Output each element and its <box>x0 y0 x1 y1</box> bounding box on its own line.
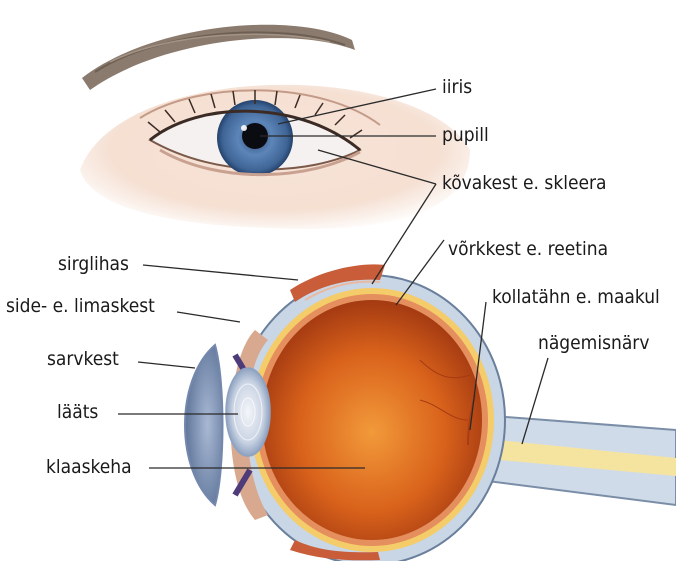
leader-sirglihas <box>143 265 298 280</box>
label-sarvkest: sarvkest <box>47 350 119 369</box>
label-skleera: kõvakest e. skleera <box>442 174 607 193</box>
cross-section-illustration <box>183 264 676 561</box>
label-laats: lääts <box>57 403 98 422</box>
vitreous-body <box>262 300 482 540</box>
label-nagemisnarv: nägemisnärv <box>538 334 649 353</box>
label-limaskest: side- e. limaskest <box>6 297 155 316</box>
cornea <box>185 345 223 505</box>
label-maakul: kollatähn e. maakul <box>492 288 660 307</box>
front-eye-illustration <box>80 25 470 229</box>
label-pupill: pupill <box>442 126 489 145</box>
lens <box>226 368 270 456</box>
leader-sarvkest <box>138 362 195 368</box>
label-sirglihas: sirglihas <box>58 255 129 274</box>
label-klaaskeha: klaaskeha <box>46 458 132 477</box>
label-reetina: võrkkest e. reetina <box>448 240 608 259</box>
leader-limaskest <box>177 312 240 322</box>
label-iiris: iiris <box>442 78 472 97</box>
